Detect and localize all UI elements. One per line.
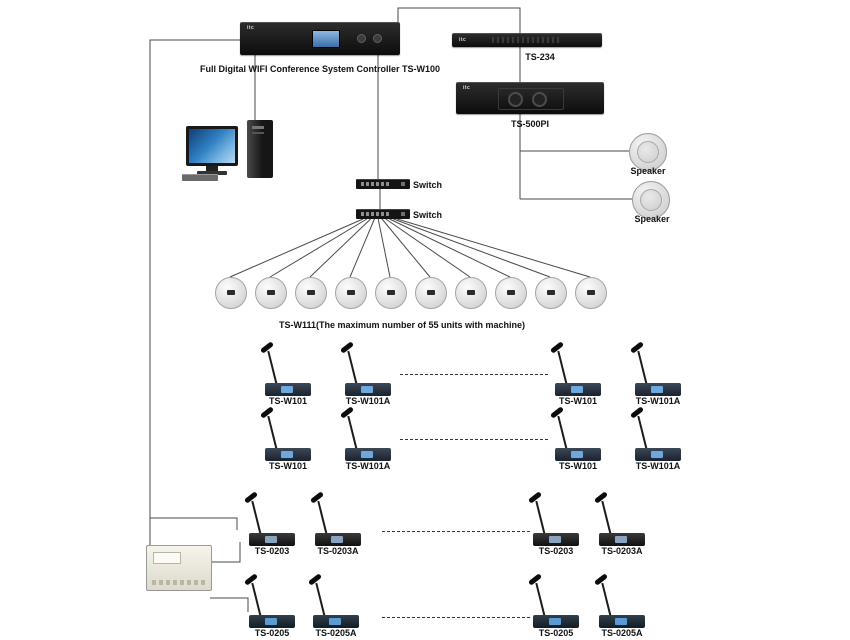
mic-ts-w101a: [623, 409, 687, 461]
ceiling-unit-ts-w111: [455, 277, 487, 309]
mic-base: [599, 615, 645, 628]
mic-base: [555, 383, 601, 396]
mic-label: TS-W101: [268, 396, 307, 406]
mic-ts-0205: [521, 576, 585, 628]
amp-volume-knob: [508, 92, 523, 107]
mic-label: TS-0203A: [317, 546, 359, 556]
mic-ts-w101a: [333, 409, 397, 461]
mic-base: [313, 615, 359, 628]
mic-base: [599, 533, 645, 546]
continuation-dashes: [400, 374, 548, 375]
ceiling-unit-ts-w111: [575, 277, 607, 309]
ceiling-unit-ts-w111: [535, 277, 567, 309]
controller-ts-w100: itc: [240, 22, 400, 55]
mic-label: TS-W101: [268, 461, 307, 471]
switch1-label: Switch: [413, 180, 443, 190]
continuation-dashes: [400, 439, 548, 440]
mic-label: TS-W101A: [345, 461, 391, 471]
mic-ts-w101: [543, 344, 607, 396]
vent-grille: [492, 37, 562, 43]
mic-base: [533, 533, 579, 546]
mic-base: [249, 533, 295, 546]
ceiling-unit-ts-w111: [415, 277, 447, 309]
mic-label: TS-0203: [254, 546, 290, 556]
device-ts-234: itc: [452, 33, 602, 47]
mic-label: TS-W101: [558, 396, 597, 406]
itc-logo: itc: [463, 85, 471, 91]
mic-ts-w101a: [623, 344, 687, 396]
ts234-label: TS-234: [525, 52, 555, 62]
network-switch-2: [356, 209, 410, 219]
mic-base: [249, 615, 295, 628]
network-switch-1: [356, 179, 410, 189]
mic-ts-0205a: [587, 576, 651, 628]
mic-label: TS-W101: [558, 461, 597, 471]
ceiling-unit-ts-w111: [295, 277, 327, 309]
ceiling-unit-ts-w111: [375, 277, 407, 309]
mic-ts-0205a: [301, 576, 365, 628]
mic-ts-0203a: [303, 494, 367, 546]
mic-ts-0203: [521, 494, 585, 546]
pc-monitor: [186, 126, 238, 166]
controller-knob: [373, 34, 382, 43]
mic-label: TS-0205: [538, 628, 574, 638]
switch2-label: Switch: [413, 210, 443, 220]
ceiling-unit-ts-w111: [255, 277, 287, 309]
mic-base: [345, 383, 391, 396]
mic-ts-w101: [253, 409, 317, 461]
itc-logo: itc: [247, 25, 255, 31]
mic-ts-0203a: [587, 494, 651, 546]
ceiling-unit-ts-w111: [495, 277, 527, 309]
ceiling-speaker-2: [632, 181, 670, 219]
power-supply-box: [146, 545, 212, 591]
amplifier-ts-500pi: itc: [456, 82, 604, 114]
mic-base: [345, 448, 391, 461]
mic-ts-0205: [237, 576, 301, 628]
ceiling-unit-ts-w111: [335, 277, 367, 309]
ts500pi-label: TS-500PI: [510, 119, 550, 129]
mic-label: TS-0205A: [315, 628, 357, 638]
amp-volume-knob: [532, 92, 547, 107]
mic-base: [635, 383, 681, 396]
mic-base: [533, 615, 579, 628]
continuation-dashes: [382, 617, 530, 618]
pc-tower: [247, 120, 273, 178]
monitor-stand: [206, 166, 218, 171]
mic-label: TS-0205: [254, 628, 290, 638]
mic-ts-w101: [543, 409, 607, 461]
mic-ts-0203: [237, 494, 301, 546]
mic-ts-w101a: [333, 344, 397, 396]
ceiling-speaker-1: [629, 133, 667, 171]
mic-base: [635, 448, 681, 461]
mic-base: [315, 533, 361, 546]
controller-label: Full Digital WIFI Conference System Cont…: [199, 64, 441, 74]
controller-knob: [357, 34, 366, 43]
mic-base: [265, 448, 311, 461]
speaker1-label: Speaker: [630, 166, 666, 176]
mic-ts-w101: [253, 344, 317, 396]
monitor-base: [197, 171, 227, 175]
amp-front-panel: [498, 88, 564, 110]
mic-base: [555, 448, 601, 461]
pc-keyboard: [182, 174, 218, 181]
mic-label: TS-0205A: [601, 628, 643, 638]
speaker2-label: Speaker: [634, 214, 670, 224]
mic-label: TS-0203: [538, 546, 574, 556]
mic-base: [265, 383, 311, 396]
ceiling-units-label: TS-W111(The maximum number of 55 units w…: [278, 320, 526, 330]
continuation-dashes: [382, 531, 530, 532]
mic-label: TS-W101A: [635, 461, 681, 471]
ceiling-unit-ts-w111: [215, 277, 247, 309]
mic-label: TS-W101A: [345, 396, 391, 406]
mic-label: TS-W101A: [635, 396, 681, 406]
controller-touchscreen: [312, 30, 340, 48]
mic-label: TS-0203A: [601, 546, 643, 556]
itc-logo: itc: [459, 37, 467, 43]
